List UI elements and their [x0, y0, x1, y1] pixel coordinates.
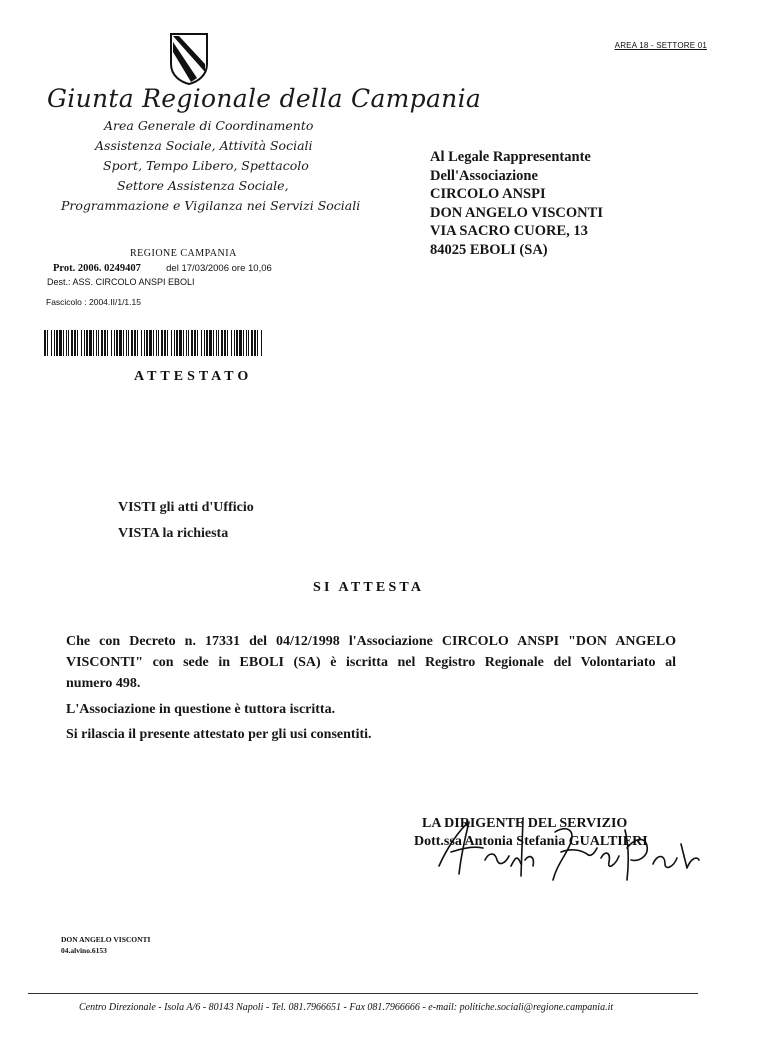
footer-reference: DON ANGELO VISCONTI 04.alvino.6153	[61, 934, 150, 956]
body-line: VISCONTI" con sede in EBOLI (SA) è iscri…	[66, 655, 676, 670]
signature-block: LA DIRIGENTE DEL SERVIZIO Dott.ssa Anton…	[414, 815, 648, 851]
recipient-line: 84025 EBOLI (SA)	[430, 241, 548, 258]
stamp-destination: Dest.: ASS. CIRCOLO ANSPI EBOLI	[47, 277, 195, 287]
region-emblem-icon	[170, 33, 208, 86]
si-attesta-heading: SI ATTESTA	[313, 580, 425, 595]
recipient-line: Dell'Associazione	[430, 167, 538, 184]
body-line: Si rilascia il presente attestato per gl…	[66, 727, 372, 742]
org-line-5: Programmazione e Vigilanza nei Servizi S…	[61, 198, 361, 213]
visti-atti: VISTI gli atti d'Ufficio	[118, 500, 254, 515]
org-line-1: Area Generale di Coordinamento	[104, 118, 314, 133]
stamp-region: REGIONE CAMPANIA	[130, 248, 237, 259]
area-code: AREA 18 - SETTORE 01	[614, 41, 707, 50]
attestation-body: Che con Decreto n. 17331 del 04/12/1998 …	[66, 631, 676, 745]
org-line-3: Sport, Tempo Libero, Spettacolo	[103, 158, 309, 173]
stamp-fascicolo: Fascicolo : 2004.II/1/1.15	[46, 297, 141, 307]
vista-richiesta: VISTA la richiesta	[118, 526, 229, 541]
signer-role: LA DIRIGENTE DEL SERVIZIO	[422, 816, 628, 831]
barcode-icon	[44, 330, 262, 356]
protocol-date: del 17/03/2006 ore 10,06	[166, 263, 272, 274]
footer-divider	[28, 993, 698, 994]
footer-contact: Centro Direzionale - Isola A/6 - 80143 N…	[79, 1002, 614, 1013]
recipient-line: Al Legale Rappresentante	[430, 149, 591, 165]
document-title: ATTESTATO	[134, 369, 253, 384]
body-line: numero 498.	[66, 676, 141, 691]
footer-ref-code: 04.alvino.6153	[61, 946, 107, 955]
stamp-protocol: Prot. 2006. 0249407 del 17/03/2006 ore 1…	[53, 263, 272, 274]
org-line-4: Settore Assistenza Sociale,	[117, 178, 289, 193]
recipient-line: VIA SACRO CUORE, 13	[430, 223, 588, 239]
footer-ref-name: DON ANGELO VISCONTI	[61, 935, 151, 944]
recipient-line: DON ANGELO VISCONTI	[430, 204, 603, 221]
recipient-line: CIRCOLO ANSPI	[430, 186, 546, 202]
org-title: Giunta Regionale della Campania	[47, 84, 482, 113]
protocol-number: Prot. 2006. 0249407	[53, 263, 141, 274]
signer-name: Dott.ssa Antonia Stefania GUALTIERI	[414, 834, 648, 849]
handwritten-signature-icon	[438, 817, 700, 881]
body-line: L'Associazione in questione è tuttora is…	[66, 702, 336, 717]
org-line-2: Assistenza Sociale, Attività Sociali	[95, 138, 313, 153]
recipient-address: Al Legale Rappresentante Dell'Associazio…	[430, 148, 603, 259]
body-line: Che con Decreto n. 17331 del 04/12/1998 …	[66, 634, 676, 649]
